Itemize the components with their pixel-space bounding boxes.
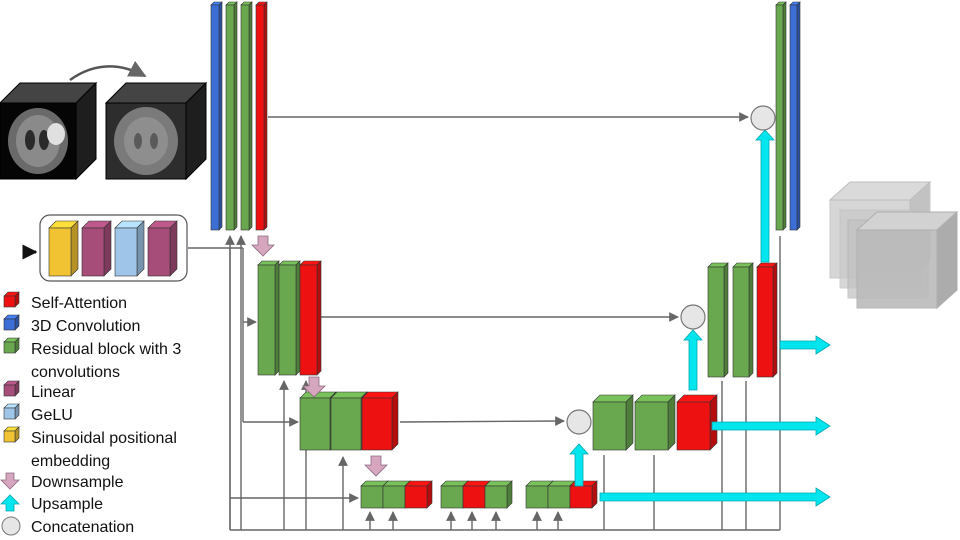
embedding-gelu-block	[114, 220, 145, 277]
output-arrow-bottleneck	[599, 487, 831, 507]
legend-swatch-self_attention	[3, 291, 20, 308]
legend-item-residual: Residual block with 3 convolutions	[3, 337, 181, 381]
noisy-scan-volume	[104, 81, 208, 181]
upsample-arrow-l3	[683, 329, 703, 391]
noisy-mri-slice-icon	[114, 107, 178, 175]
time-embedding-block	[39, 214, 188, 282]
bottleneck-1-residual-block	[484, 480, 513, 509]
upsample-arrow-l2	[755, 129, 775, 263]
skip-connection-l3	[399, 416, 565, 426]
encoder-l2-self_attention-block	[299, 260, 322, 376]
encoder-l3-residual-block	[299, 391, 337, 451]
concat-node-top	[750, 105, 776, 131]
decoder-l2-residual-block	[707, 262, 729, 378]
noise-process-arrow	[69, 60, 147, 82]
legend-label: Self-Attention	[31, 295, 127, 312]
legend-item-concat: Concatenation	[1, 516, 134, 536]
legend-swatch-linear	[3, 380, 20, 397]
legend-item-downsample: Downsample	[0, 472, 124, 491]
embedding-positional-block	[48, 220, 79, 277]
encoder-l1-conv3d-block	[210, 1, 223, 231]
mri-brain-slice-icon	[8, 108, 68, 174]
bottleneck-0-self_attention-block	[404, 480, 433, 509]
legend-swatch-gelu	[3, 403, 20, 420]
legend-swatch-positional	[3, 426, 20, 443]
legend-label: Upsample	[31, 496, 103, 513]
encoder-l1-self_attention-block	[255, 1, 268, 231]
legend-label: Residual block with 3	[31, 341, 181, 358]
decoder-l2-residual-block	[732, 262, 754, 378]
decoder-l3-self_attention-block	[676, 394, 718, 451]
stacked-volume-icon	[828, 180, 959, 310]
upsample-arrow-bottleneck	[569, 443, 589, 487]
down-arrow-icon	[0, 472, 20, 490]
embedding-linear-block	[147, 220, 178, 277]
decoder-l1-residual-block	[775, 1, 787, 231]
decoder-l3-residual-block	[592, 394, 634, 451]
encoder-l3-self_attention-block	[361, 391, 399, 451]
embedding-linear-block	[81, 220, 112, 277]
encoder-l1-residual-block	[240, 1, 253, 231]
legend-item-upsample: Upsample	[0, 494, 103, 513]
legend-item-positional: Sinusoidal positional embedding	[3, 426, 177, 470]
decoder-l2-self_attention-block	[756, 262, 778, 378]
input-scan-volume	[0, 81, 98, 181]
legend-label-line2: convolutions	[31, 364, 120, 381]
bottleneck-2-self_attention-block	[569, 480, 598, 509]
legend-swatch-conv3d	[3, 314, 20, 331]
circle-icon	[1, 516, 21, 536]
downsample-arrow-l2	[302, 376, 326, 398]
legend-item-linear: Linear	[3, 380, 76, 401]
output-arrow-l3	[711, 416, 831, 436]
legend-swatch-residual	[3, 337, 20, 354]
legend-label: Concatenation	[31, 519, 134, 536]
encoder-l2-residual-block	[257, 260, 280, 376]
legend-label: 3D Convolution	[31, 318, 140, 335]
up-arrow-icon	[0, 494, 20, 512]
concat-node-mid	[680, 304, 706, 330]
concat-node-low	[566, 409, 592, 435]
encoder-l2-residual-block	[278, 260, 301, 376]
legend-label: Sinusoidal positional	[31, 430, 177, 447]
downsample-arrow-l3	[364, 455, 388, 477]
legend-label-line2: embedding	[31, 453, 110, 470]
legend-label: GeLU	[31, 407, 73, 424]
legend-label: Linear	[31, 384, 76, 401]
legend-item-gelu: GeLU	[3, 403, 73, 424]
legend-label: Downsample	[31, 474, 124, 491]
legend-item-conv3d: 3D Convolution	[3, 314, 140, 335]
encoder-l1-residual-block	[225, 1, 238, 231]
output-arrow-l2	[779, 335, 831, 355]
decoder-l1-conv3d-block	[789, 1, 801, 231]
legend-item-self_attention: Self-Attention	[3, 291, 127, 312]
encoder-l3-residual-block	[330, 391, 368, 451]
downsample-arrow-l1	[251, 235, 275, 257]
decoder-l3-residual-block	[634, 394, 676, 451]
